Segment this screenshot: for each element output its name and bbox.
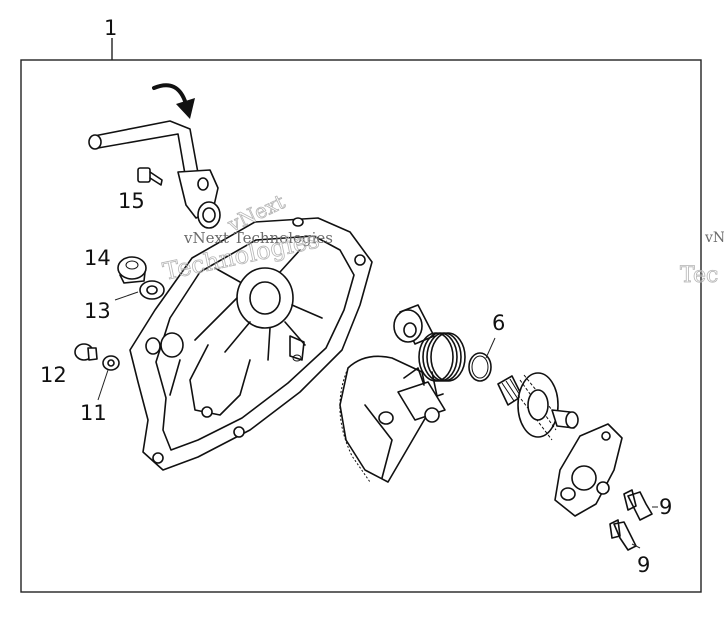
callout-11: 11 bbox=[80, 401, 107, 425]
washer-13 bbox=[139, 280, 165, 300]
callout-1: 1 bbox=[104, 16, 117, 40]
leader-lines bbox=[97, 291, 658, 549]
screw-12 bbox=[74, 343, 98, 361]
o-ring-6 bbox=[468, 352, 492, 382]
bolt-9-lower bbox=[609, 519, 637, 551]
callout-9-upper: 9 bbox=[659, 495, 672, 519]
rotation-arrow-icon bbox=[152, 83, 195, 119]
bolt-9-upper bbox=[623, 489, 653, 521]
watermark-text: vNext Technologies bbox=[183, 229, 333, 247]
watermark-edge-outline: Tec bbox=[680, 263, 718, 288]
plug-14 bbox=[117, 256, 147, 284]
callout-13: 13 bbox=[84, 299, 111, 323]
kickstart-lever bbox=[88, 120, 221, 229]
kick-shaft bbox=[397, 367, 446, 423]
side-plate bbox=[554, 423, 623, 517]
diagram-frame bbox=[20, 59, 702, 593]
kick-gear-sector bbox=[339, 355, 431, 483]
callout-15: 15 bbox=[118, 189, 145, 213]
callout-labels: 1 15 14 13 12 11 6 9 9 bbox=[40, 16, 672, 577]
bushing bbox=[393, 304, 435, 345]
washer-11 bbox=[102, 355, 120, 371]
starter-gear-shaft bbox=[497, 372, 579, 441]
callout-14: 14 bbox=[84, 246, 111, 270]
callout-9-lower: 9 bbox=[637, 553, 650, 577]
callout-12: 12 bbox=[40, 363, 67, 387]
bolt-15 bbox=[137, 167, 163, 186]
callout-6: 6 bbox=[492, 311, 505, 335]
crankcase-cover bbox=[129, 217, 373, 471]
watermark-edge-text: vN bbox=[704, 230, 724, 246]
